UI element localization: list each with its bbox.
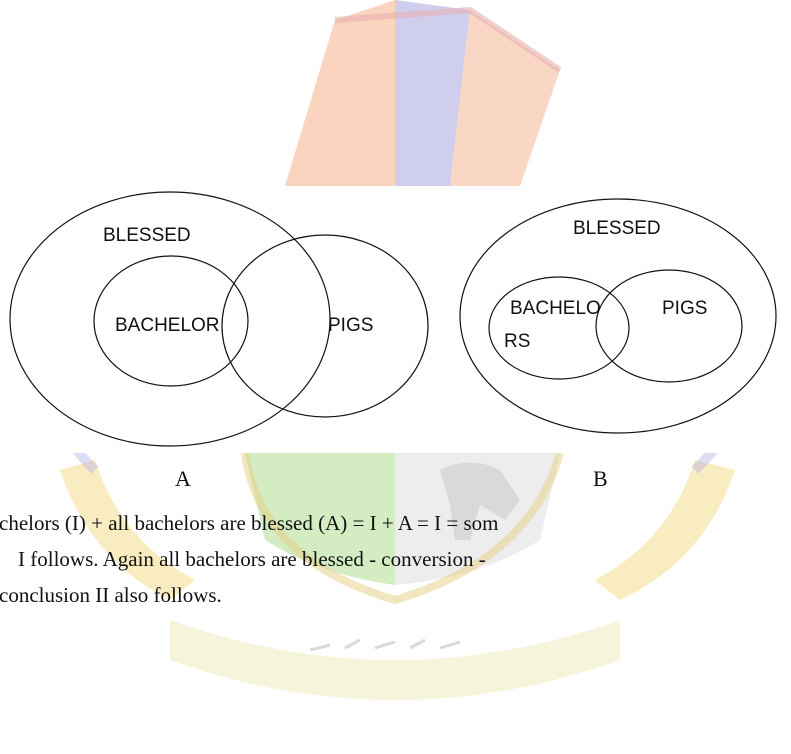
body-text-line-3: conclusion II also follows. xyxy=(0,583,222,607)
watermark-shield-gray xyxy=(395,453,560,585)
bachelors-label-b-line1: BACHELO xyxy=(510,298,601,319)
watermark-fan-blue xyxy=(395,0,470,186)
bachelor-circle-a xyxy=(93,255,249,387)
pigs-label-b: PIGS xyxy=(662,298,707,319)
body-text-line-2: I follows. Again all bachelors are bless… xyxy=(18,547,486,571)
venn-diagram-a: BLESSED BACHELOR PIGS xyxy=(9,191,429,447)
watermark-fan-orange-left xyxy=(285,0,395,186)
blessed-label-b: BLESSED xyxy=(573,218,661,239)
watermark-elephant xyxy=(440,462,520,540)
watermark-banner-lettering xyxy=(309,638,461,652)
watermark-wreath-left xyxy=(60,460,195,600)
body-text-line-1: chelors (I) + all bachelors are blessed … xyxy=(0,511,499,535)
pigs-circle-b xyxy=(595,269,743,383)
blessed-label-a: BLESSED xyxy=(103,225,191,246)
venn-diagrams-canvas: BLESSED BACHELOR PIGS BLESSED BACHELO RS… xyxy=(9,191,777,447)
pigs-circle-a xyxy=(221,234,429,418)
venn-diagram-b: BLESSED BACHELO RS PIGS xyxy=(459,198,777,434)
watermark-shield-green xyxy=(245,453,395,585)
watermark-shield-outline xyxy=(241,451,564,605)
watermark-wreath-right xyxy=(595,460,735,600)
watermark-banner xyxy=(170,620,620,700)
blessed-outer-ellipse-b xyxy=(459,198,777,434)
venn-diagrams-panel: BLESSED BACHELOR PIGS BLESSED BACHELO RS… xyxy=(0,186,791,453)
pigs-label-a: PIGS xyxy=(328,315,373,336)
watermark-fan-red-outline xyxy=(334,6,562,73)
bachelors-label-b-line2: RS xyxy=(504,331,530,352)
bachelors-circle-b xyxy=(488,276,630,380)
blessed-outer-ellipse-a xyxy=(9,191,331,447)
bachelor-label-a: BACHELOR xyxy=(115,315,220,336)
caption-a: A xyxy=(175,466,191,491)
caption-b: B xyxy=(593,466,608,491)
